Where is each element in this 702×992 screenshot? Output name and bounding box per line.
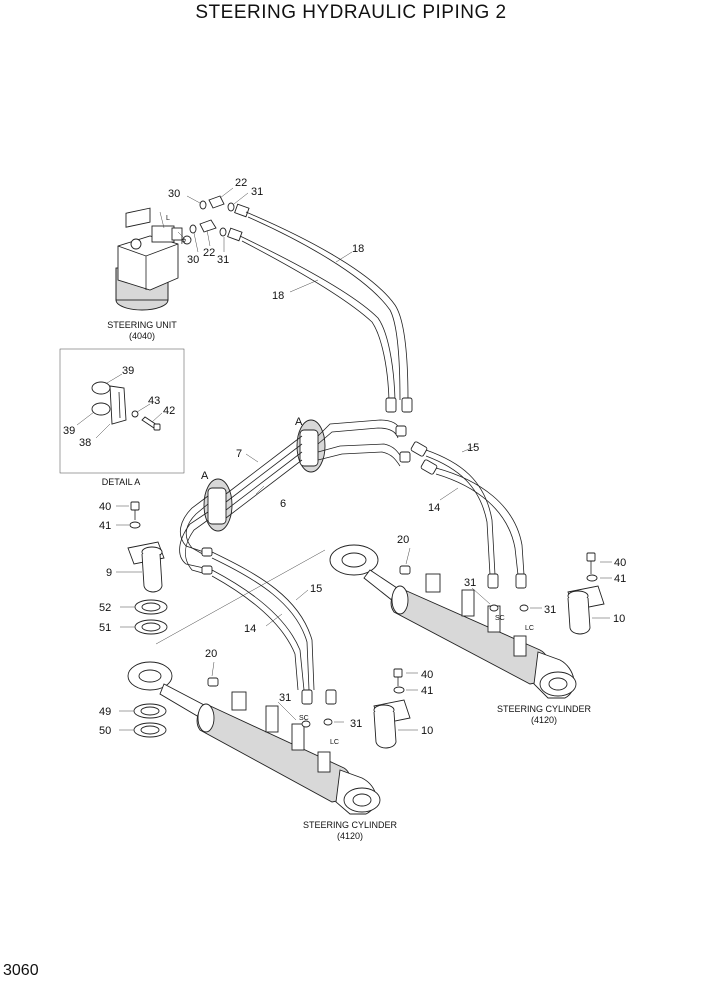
steering-unit-fittings [186,187,250,253]
left-parts-stack [116,501,326,645]
callout-31-right-b: 31 [544,604,556,616]
callout-20-left: 20 [205,648,217,660]
callout-31-lower: 31 [217,254,229,266]
callout-15-right: 15 [467,442,479,454]
callout-40-right: 40 [614,557,626,569]
callout-9: 9 [106,567,112,579]
page-number: 3060 [3,962,39,979]
callout-41-right: 41 [614,573,626,585]
steering-unit-caption: STEERING UNIT [107,320,177,330]
callout-51: 51 [99,622,111,634]
washers-49-50 [119,703,167,738]
callout-49: 49 [99,706,111,718]
callout-52: 52 [99,602,111,614]
callout-18-lower: 18 [272,290,284,302]
page-title: STEERING HYDRAULIC PIPING 2 [195,2,507,23]
pin-10-left [373,668,418,749]
callout-31-left-a: 31 [279,692,291,704]
callout-40-left: 40 [99,501,111,513]
detail-a-caption: DETAIL A [102,477,141,487]
port-mark-sc-left: SC [299,715,309,722]
callout-14-right: 14 [428,502,440,514]
callout-20-right: 20 [397,534,409,546]
steering-cylinder-right [329,544,577,699]
callout-50: 50 [99,725,111,737]
view-mark-a-lower: A [201,470,209,482]
callouts: 30 22 31 30 22 31 18 18 39 43 42 39 38 7… [63,177,626,737]
callout-43: 43 [148,395,160,407]
callout-42: 42 [163,405,175,417]
hose-15-14-left [211,551,337,705]
pipe-assembly [179,419,411,575]
hose-18 [239,211,413,413]
port-mark-lc-right: LC [525,625,534,632]
callout-39-top: 39 [122,365,134,377]
callout-40-left-cyl: 40 [421,669,433,681]
pin-10-right [567,552,612,635]
callout-30-upper: 30 [168,188,180,200]
callout-38: 38 [79,437,91,449]
callout-31-upper: 31 [251,186,263,198]
callout-6: 6 [280,498,286,510]
callout-10-right: 10 [613,613,625,625]
steering-unit-code: (4040) [129,331,155,341]
callout-30-lower: 30 [187,254,199,266]
callout-7: 7 [236,448,242,460]
callout-10-left: 10 [421,725,433,737]
cylinder-left-caption: STEERING CYLINDER [303,820,398,830]
steering-unit [115,207,192,311]
port-mark-r: R [181,239,186,246]
view-mark-a-upper: A [295,416,303,428]
detail-a-clamp [76,373,163,439]
callout-41-left: 41 [99,520,111,532]
callout-31-right-a: 31 [464,577,476,589]
cylinder-right-code: (4120) [531,715,557,725]
callout-41-left-cyl: 41 [421,685,433,697]
port-mark-lc-left: LC [330,739,339,746]
steering-cylinder-left [127,661,381,815]
hose-15-14-right [410,441,527,589]
detail-a-box [59,348,185,474]
port-mark-l: L [166,215,170,222]
callout-14-left: 14 [244,623,256,635]
callout-22-lower: 22 [203,247,215,259]
port-mark-sc-right: SC [495,615,505,622]
callout-39-left: 39 [63,425,75,437]
callout-15-left: 15 [310,583,322,595]
callout-31-left-b: 31 [350,718,362,730]
callout-22-upper: 22 [235,177,247,189]
cylinder-left-code: (4120) [337,831,363,841]
callout-18-upper: 18 [352,243,364,255]
cylinder-right-caption: STEERING CYLINDER [497,704,592,714]
